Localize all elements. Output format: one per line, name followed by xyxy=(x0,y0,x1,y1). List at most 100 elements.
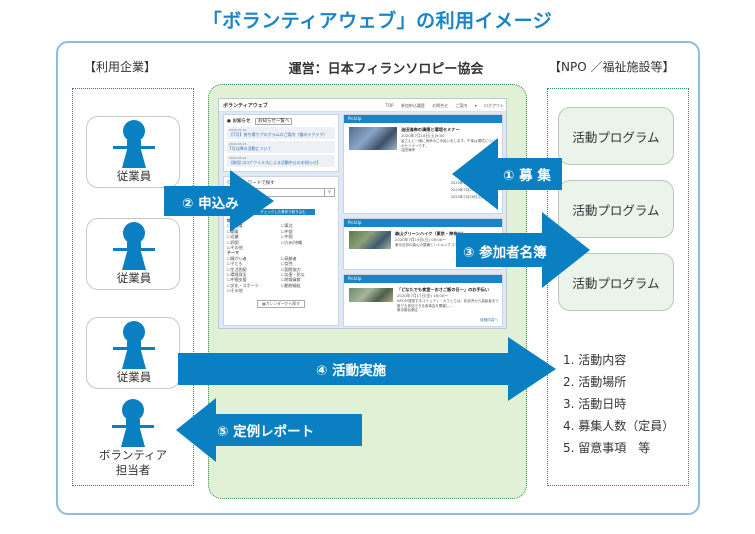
apply-arrow xyxy=(164,170,274,232)
person-icon xyxy=(113,120,155,168)
news-panel: ● お知らせ お知らせ一覧へ 2020-07-01 【7月】持ち帰りプログラムの… xyxy=(223,114,339,172)
theme-checkbox[interactable]: ☐中間支援 xyxy=(227,277,247,283)
theme-checkboxes: ☐障がい者 ☐高齢者 ☐子ども ☐女性 ☐生活困窮 ☐国際協力 ☐環境保全 ☐災… xyxy=(227,256,335,294)
employee-label: 従業員 xyxy=(116,271,152,285)
roster-arrow xyxy=(456,212,590,288)
theme-checkbox[interactable]: ☐その他 xyxy=(227,288,243,294)
program-details-list: 1. 活動内容 2. 活動場所 3. 活動日時 4. 募集人数（定員） 5. 留… xyxy=(563,349,674,459)
coordinator-label-line2: 担当者 xyxy=(115,463,151,477)
companies-heading: 【利用企業】 xyxy=(84,60,157,74)
person-icon xyxy=(113,321,155,369)
coordinator: ボランティア 担当者 xyxy=(86,398,180,478)
theme-checkbox[interactable]: ☐子ども xyxy=(227,261,243,267)
site-logo: ボランティアウェブ xyxy=(223,103,268,109)
pickup-detail-link[interactable]: 詳細内容へ xyxy=(480,318,498,322)
theme-checkbox[interactable]: ☐動物福祉 xyxy=(281,282,301,288)
pickup-date: 2020年7月17日(金) 16:00〜 xyxy=(397,293,449,298)
pickup-desc: 東京近郊の森山の整備とハイキングコースの清掃… xyxy=(395,243,476,247)
filter-submit-button[interactable]: チェックした条件で絞り込む xyxy=(251,209,315,215)
theme-checkbox[interactable]: ☐災害・防災 xyxy=(281,272,305,278)
roster-arrow-label: ③ 参加者名簿 xyxy=(463,245,547,261)
employee-card: 従業員 xyxy=(86,116,180,188)
nav-guide[interactable]: ご案内 ▾ xyxy=(455,102,477,108)
pickup-place: 油田海岸 xyxy=(401,148,415,152)
pickup-title[interactable]: 森山グリーンハイク（東京・神奈川） xyxy=(395,231,466,236)
theme-checkbox[interactable]: ☐生活困窮 xyxy=(227,266,247,272)
person-icon xyxy=(112,399,154,447)
search-heading: フリーワードで探す xyxy=(234,181,275,186)
theme-checkbox[interactable]: ☐地域貢献 xyxy=(281,277,301,283)
pickup-card: PickUp 「どなたでも食堂〜おさご飯の日〜」のお手伝い 2020年7月17日… xyxy=(343,274,503,327)
theme-checkbox[interactable]: ☐障がい者 xyxy=(227,255,247,261)
program-detail-item: 3. 活動日時 xyxy=(563,397,627,411)
area-checkbox[interactable]: ☐近畿 xyxy=(227,234,239,240)
news-date: 2020-05-01 xyxy=(229,156,247,160)
program-detail-item: 2. 活動場所 xyxy=(563,375,627,389)
news-item[interactable]: 2020-05-01 【新型コロナウイルスによる活動中止のお知らせ】 xyxy=(227,155,335,167)
theme-checkbox[interactable]: ☐女性 xyxy=(281,261,293,267)
theme-checkbox[interactable]: ☐高齢者 xyxy=(281,255,297,261)
nav-history[interactable]: 参加申込履歴 xyxy=(400,102,425,108)
pickup-photo xyxy=(349,127,397,150)
employee-card: 従業員 xyxy=(86,317,180,389)
employee-label: 従業員 xyxy=(116,169,152,183)
outer-frame xyxy=(56,41,700,515)
calendar-icon: ▦ xyxy=(262,300,266,306)
pickup-label: PickUp xyxy=(344,275,502,283)
diagram-title: 「ボランティアウェブ」の利用イメージ xyxy=(202,10,553,32)
operator-heading: 運営：日本フィランソロピー協会 xyxy=(288,62,484,77)
coordinator-label-line1: ボランティア xyxy=(98,448,168,462)
activity-program-card: 活動プログラム xyxy=(558,107,674,165)
area-checkbox[interactable]: ☐四国 xyxy=(227,239,239,245)
activity-arrow xyxy=(178,337,556,401)
pickup-title[interactable]: 油田海岸の清掃と環境セミナー xyxy=(401,127,460,132)
pickup-date: 2020年7月19日(日) 09:00〜 xyxy=(395,237,447,242)
area-checkbox[interactable]: ☐関東 xyxy=(227,228,239,234)
program-detail-item: 1. 活動内容 xyxy=(563,353,627,367)
npo-column xyxy=(547,88,689,486)
nav-top[interactable]: TOP xyxy=(385,102,394,108)
info-icon: ● xyxy=(227,119,231,124)
pickup-place: 東京都台東区 xyxy=(397,308,418,312)
calendar-search-button[interactable]: ▦カレンダーから探す xyxy=(257,299,305,308)
search-icon: 🔍︎ xyxy=(227,181,233,186)
news-title: 【7月】持ち帰りプログラムのご案内（猫のテクテク） xyxy=(229,132,328,137)
nav-contact[interactable]: お問合せ xyxy=(432,102,449,108)
theme-checkbox[interactable]: ☐環境保全 xyxy=(227,272,247,278)
recruit-arrow xyxy=(452,138,562,210)
npo-heading: 【NPO ／福祉施設等】 xyxy=(549,60,675,74)
news-list-button[interactable]: お知らせ一覧へ xyxy=(255,118,293,125)
theme-checkbox[interactable]: ☐文化・スポーツ xyxy=(227,282,259,288)
area-checkbox[interactable]: ☐九州/沖縄 xyxy=(281,239,302,245)
area-checkbox[interactable]: ☐東北 xyxy=(281,223,293,229)
news-date: 2020-06-15 xyxy=(229,142,247,146)
pickup-desc: NPOが運営するコミュティ・カフェでは、乳幼児から高齢者まで誰でも参加できる食事… xyxy=(397,299,499,308)
pickup-desc: 皆さんと一緒に海岸のごみ拾いをします。午後は環境についてのセミナーです。 xyxy=(401,139,499,148)
pickup-label: PickUp xyxy=(344,219,502,227)
program-detail-item: 4. 募集人数（定員） xyxy=(563,419,675,433)
report-arrow xyxy=(176,398,362,462)
person-icon xyxy=(113,222,155,270)
theme-checkbox[interactable]: ☐国際協力 xyxy=(281,266,301,272)
area-checkbox[interactable]: ☐中国 xyxy=(281,234,293,240)
area-checkbox[interactable]: ☐中部 xyxy=(281,228,293,234)
recruit-arrow-label: ① 募 集 xyxy=(503,168,551,184)
report-arrow-label: ⑤ 定例レポート xyxy=(217,424,315,440)
pickup-title[interactable]: 「どなたでも食堂〜おさご飯の日〜」のお手伝い xyxy=(397,287,490,292)
companies-column xyxy=(72,88,194,486)
pickup-date-item[interactable]: 2020年7月26日(日) 16:00〜 xyxy=(450,195,499,199)
search-submit-icon[interactable]: ⚲ xyxy=(324,189,334,196)
nav-logout[interactable]: ログアウト xyxy=(484,102,504,108)
activity-program-card: 活動プログラム xyxy=(558,180,674,238)
news-item[interactable]: 2020-06-15 7月以降の活動について xyxy=(227,141,335,153)
employee-label: 従業員 xyxy=(116,370,152,384)
news-item[interactable]: 2020-07-01 【7月】持ち帰りプログラムのご案内（猫のテクテク） xyxy=(227,127,335,139)
news-title: 【新型コロナウイルスによる活動中止のお知らせ】 xyxy=(229,160,321,165)
pickup-date: 2020年7月18日(土)9:00 xyxy=(401,133,445,138)
pickup-label: PickUp xyxy=(344,115,502,123)
news-title: 7月以降の活動について xyxy=(229,146,272,151)
area-checkbox[interactable]: ☐その他 xyxy=(227,245,243,251)
pickup-photo xyxy=(349,231,391,249)
apply-arrow-label: ② 申込み xyxy=(182,196,239,212)
pickup-photo xyxy=(349,288,393,302)
